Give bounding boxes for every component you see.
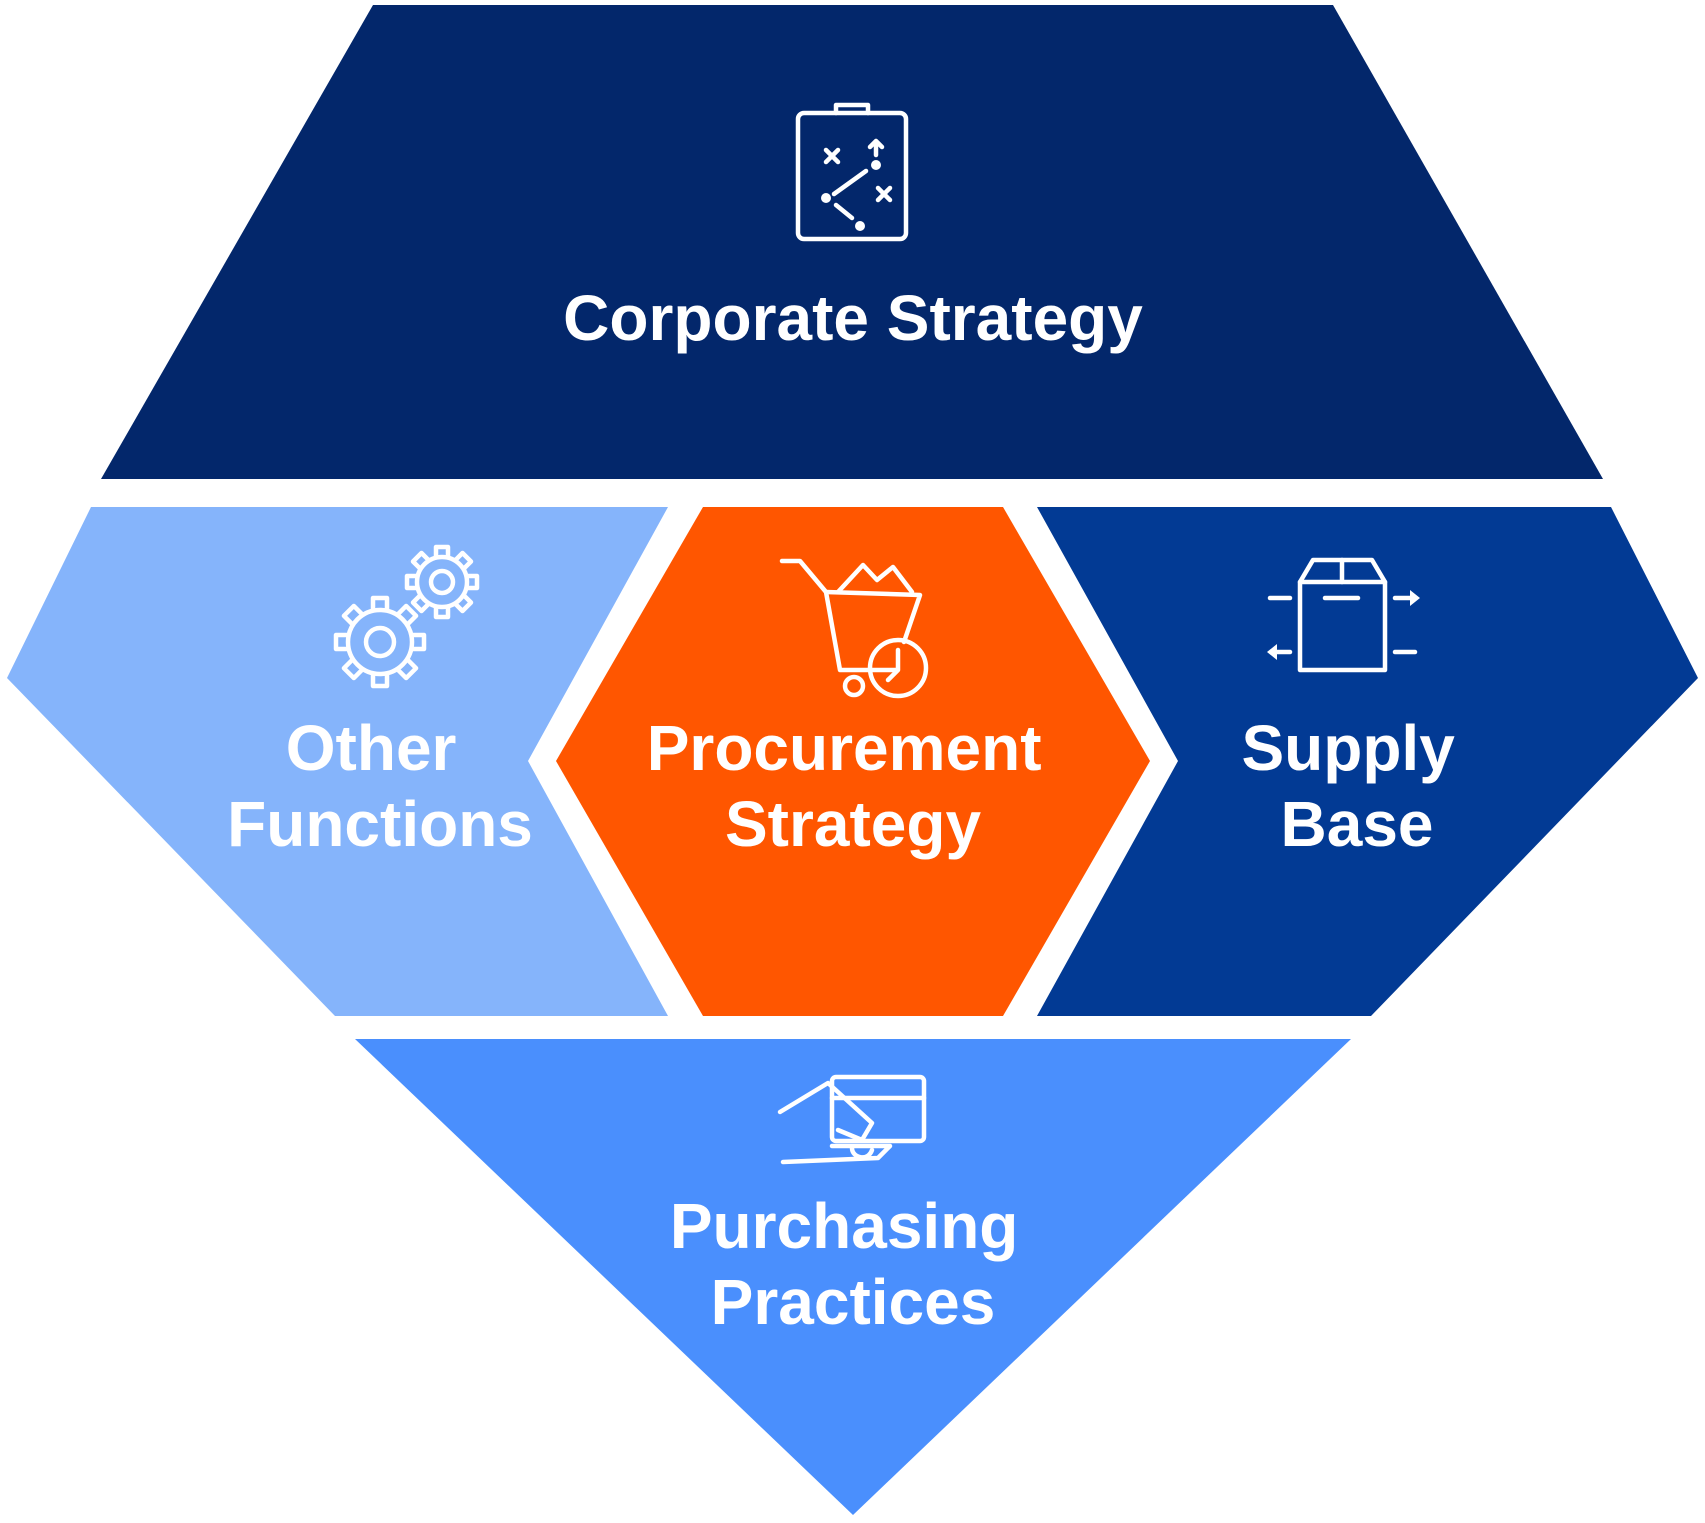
box-arrows-icon	[1267, 557, 1420, 673]
segment-procurement-strategy-shape	[556, 507, 1150, 1016]
procurement-strategy-line-1: Procurement	[647, 712, 1042, 784]
shopping-cart-clock-icon	[779, 558, 929, 699]
gears-icon	[333, 544, 480, 689]
segment-purchasing-practices: Purchasing Practices	[355, 1039, 1351, 1515]
procurement-strategy-line-2: Strategy	[725, 788, 982, 860]
segment-corporate-strategy: Corporate Strategy	[101, 5, 1603, 479]
segment-supply-base: Supply Base	[1037, 507, 1698, 1016]
segment-other-functions: Other Functions	[7, 507, 668, 1016]
segment-supply-base-shape	[1037, 507, 1698, 1016]
supply-base-line-1: Supply	[1241, 712, 1455, 784]
purchasing-practices-line-1: Purchasing	[670, 1190, 1019, 1262]
other-functions-line-2: Functions	[227, 788, 533, 860]
other-functions-line-1: Other	[286, 712, 457, 784]
segment-purchasing-practices-shape	[355, 1039, 1351, 1515]
purchasing-practices-label: Purchasing Practices	[670, 1190, 1036, 1338]
supply-base-line-2: Base	[1281, 788, 1434, 860]
corporate-strategy-label: Corporate Strategy	[563, 282, 1143, 354]
strategy-clipboard-icon	[795, 102, 909, 242]
supply-base-label: Supply Base	[1241, 712, 1472, 860]
other-functions-label: Other Functions	[227, 712, 533, 860]
segment-other-functions-shape	[7, 507, 668, 1016]
segment-corporate-strategy-shape	[101, 5, 1603, 479]
purchasing-practices-line-2: Practices	[711, 1266, 996, 1338]
hand-card-icon	[777, 1074, 927, 1165]
segment-procurement-strategy: Procurement Strategy	[556, 507, 1150, 1016]
procurement-strategy-label: Procurement Strategy	[647, 712, 1060, 860]
